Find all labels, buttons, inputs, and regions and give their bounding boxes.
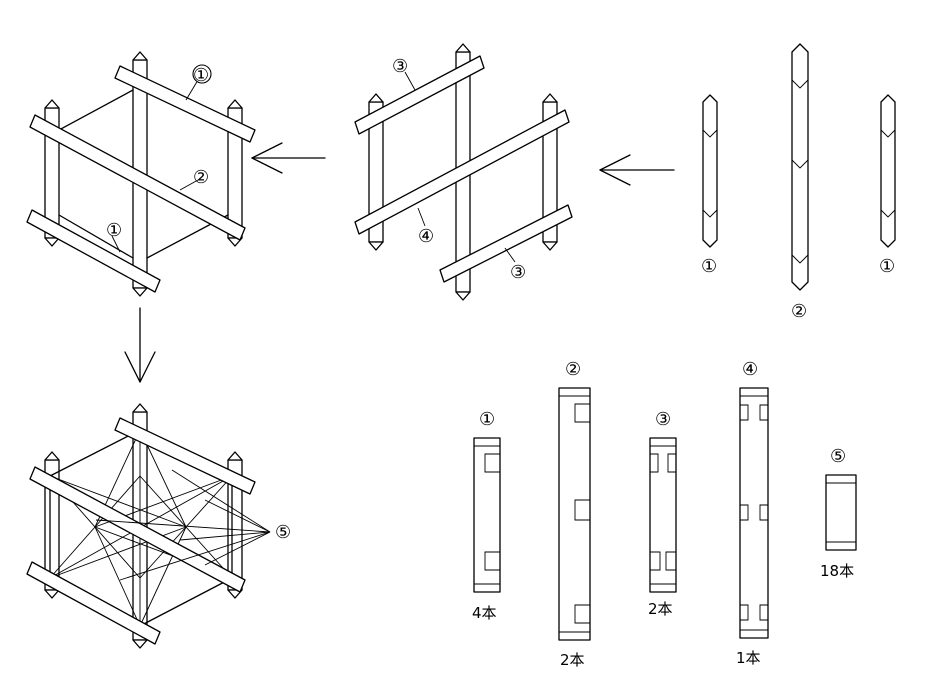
label-3-top: ③ xyxy=(392,56,408,77)
part-profiles: ① 4本 ② 2本 ③ 2本 ④ 1本 xyxy=(472,359,857,669)
bar-1-bottom xyxy=(26,209,161,293)
part-2-shape xyxy=(558,387,591,641)
post-cap xyxy=(132,51,148,61)
part-1-shape xyxy=(473,437,501,593)
partial-frame: ③ ④ ③ xyxy=(354,43,573,301)
label-bar-1-right: ① xyxy=(879,256,895,277)
part-3-count: 2本 xyxy=(648,600,673,618)
part-4-count: 1本 xyxy=(736,649,761,667)
arrow-left-top xyxy=(251,142,326,174)
part-1-label: ① xyxy=(479,409,495,430)
part-2-count: 2本 xyxy=(560,651,585,669)
bar-4-center xyxy=(354,109,570,235)
label-bar-1-left: ① xyxy=(701,256,717,277)
part-3-shape xyxy=(649,437,677,593)
part-5-label: ⑤ xyxy=(830,446,846,467)
bar-3-top xyxy=(354,55,485,135)
separate-bars: ① ② ① xyxy=(701,43,896,322)
part-1-count: 4本 xyxy=(472,604,497,622)
post-cap xyxy=(44,99,60,109)
part-4-label: ④ xyxy=(742,359,758,380)
bar-1-right xyxy=(880,94,896,248)
post-cap xyxy=(132,287,148,297)
label-5-asanoha: ⑤ xyxy=(275,522,291,543)
label-1-top: ① xyxy=(193,65,209,86)
assembled-frame: ① ② ① xyxy=(26,51,256,297)
bar-2-long xyxy=(791,43,809,291)
part-2-label: ② xyxy=(565,359,581,380)
bar-1-top xyxy=(114,65,256,143)
arrow-down xyxy=(124,307,156,383)
label-2: ② xyxy=(193,167,209,188)
label-bar-2: ② xyxy=(791,301,807,322)
bar-3-bottom xyxy=(439,204,573,283)
post-cap xyxy=(44,237,60,247)
part-5-shape xyxy=(825,474,857,551)
part-5-count: 18本 xyxy=(820,562,854,580)
asanoha-frame: ⑤ xyxy=(26,403,291,649)
label-1-bottom: ① xyxy=(106,220,122,241)
bar-2-center xyxy=(29,114,246,241)
label-4: ④ xyxy=(418,226,434,247)
arrow-left-right xyxy=(599,154,675,186)
post-cap xyxy=(227,99,243,109)
bar-1-left xyxy=(702,94,718,248)
part-4-shape xyxy=(739,387,769,639)
part-3-label: ③ xyxy=(655,409,671,430)
label-3-bottom: ③ xyxy=(510,262,526,283)
